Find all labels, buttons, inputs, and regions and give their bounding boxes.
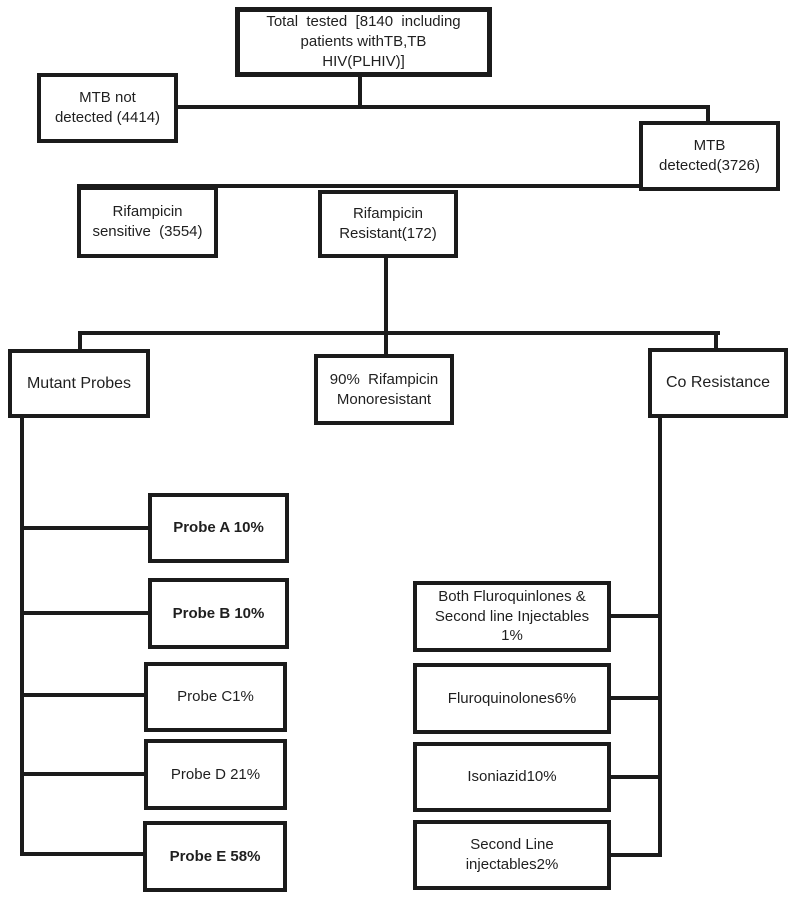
connector-branch-mid-down (384, 331, 388, 356)
connector-isoniazid (608, 775, 662, 779)
node-rifampicin-sensitive: Rifampicin sensitive (3554) (77, 186, 218, 258)
node-rifampicin-resistant: Rifampicin Resistant(172) (318, 190, 458, 258)
node-total-tested: Total tested [8140 including patients wi… (235, 7, 492, 77)
connector-probe-e (20, 852, 148, 856)
connector-mtb-detected-down (706, 105, 710, 123)
node-both-fluroquinolones-injectables: Both Fluroquinlones & Second line Inject… (413, 581, 611, 652)
connector-probe-c (20, 693, 148, 697)
node-probe-b: Probe B 10% (148, 578, 289, 649)
connector-both-fluro (608, 614, 662, 618)
node-second-line-injectables: Second Line injectables2% (413, 820, 611, 890)
node-rifampicin-monoresistant: 90% Rifampicin Monoresistant (314, 354, 454, 425)
node-probe-e: Probe E 58% (143, 821, 287, 892)
node-probe-a: Probe A 10% (148, 493, 289, 563)
node-mutant-probes: Mutant Probes (8, 349, 150, 418)
connector-total-down (358, 75, 362, 109)
node-fluroquinolones: Fluroquinolones6% (413, 663, 611, 734)
connector-branch-right-down (714, 331, 718, 350)
node-probe-d: Probe D 21% (144, 739, 287, 810)
connector-branch-horizontal (78, 331, 720, 335)
connector-fluroquinolones (608, 696, 662, 700)
connector-second-line (608, 853, 662, 857)
node-probe-c: Probe C1% (144, 662, 287, 732)
connector-branch-left-down (78, 331, 82, 351)
connector-probe-a (20, 526, 148, 530)
connector-top-horizontal (176, 105, 710, 109)
node-mtb-detected: MTB detected(3726) (639, 121, 780, 191)
connector-probe-b (20, 611, 148, 615)
connector-mid-horizontal (77, 184, 640, 188)
node-isoniazid: Isoniazid10% (413, 742, 611, 812)
connector-probe-d (20, 772, 148, 776)
connector-resistant-down (384, 256, 388, 335)
left-trunk-vertical (20, 416, 24, 856)
node-co-resistance: Co Resistance (648, 348, 788, 418)
right-trunk-vertical (658, 416, 662, 857)
node-mtb-not-detected: MTB not detected (4414) (37, 73, 178, 143)
